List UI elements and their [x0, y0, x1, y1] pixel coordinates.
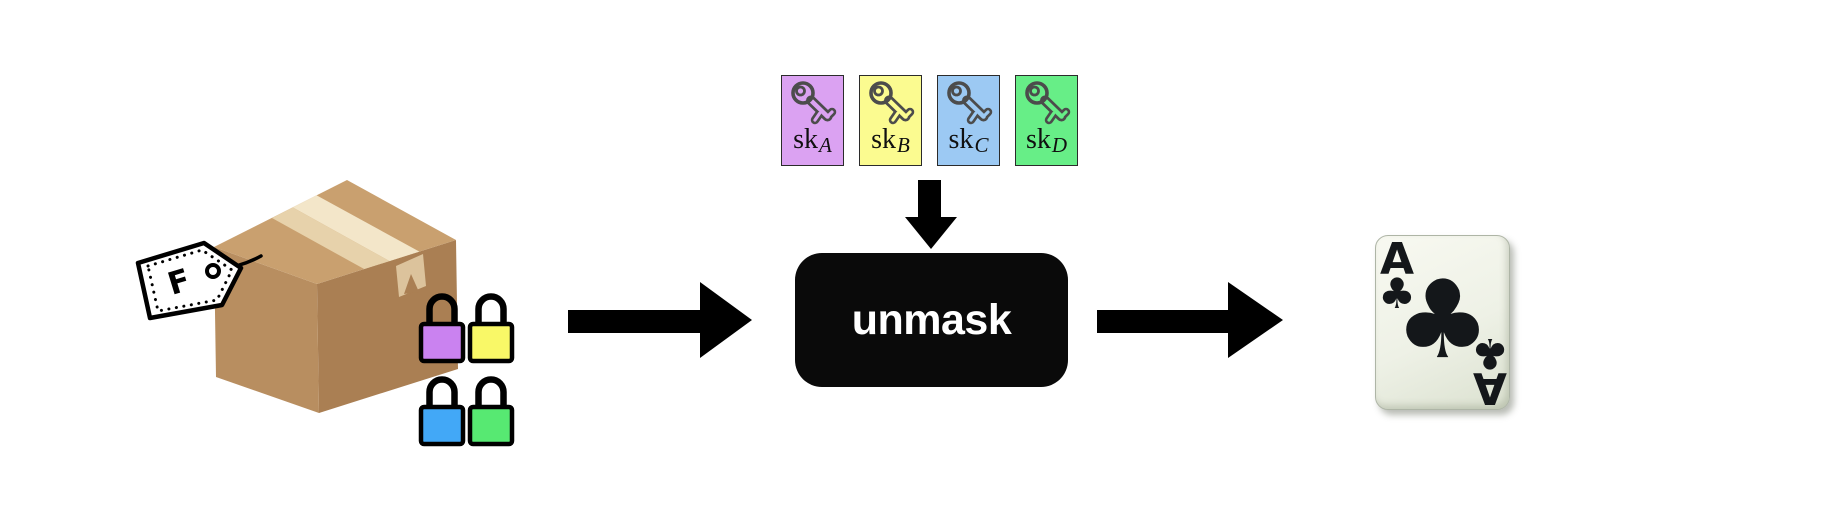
lock-blue-icon	[418, 376, 466, 447]
lock-green-icon	[467, 376, 515, 447]
key-icon	[1024, 81, 1070, 125]
key-label: skA	[793, 124, 832, 157]
arrow-right-icon	[568, 282, 752, 358]
key-label: skD	[1025, 124, 1068, 157]
box-flap-notch	[404, 274, 419, 294]
key-label: skB	[871, 124, 910, 157]
lock-purple-icon	[418, 293, 466, 364]
club-suit-icon: ♣	[1378, 269, 1416, 319]
club-suit-icon-large: ♣	[1394, 257, 1491, 383]
unmask-box: unmask	[795, 253, 1068, 387]
card-corner-top-left: A ♣	[1378, 234, 1416, 319]
box-front-face	[214, 247, 319, 413]
key-label: skC	[948, 124, 989, 157]
playing-card-ace-of-clubs: A ♣ ♣ A ♣	[1375, 234, 1510, 413]
key-card-sk-d: skD	[1015, 75, 1078, 166]
lock-yellow-icon	[467, 293, 515, 364]
secret-keys-row: skA skB	[781, 75, 1078, 166]
key-card-sk-a: skA	[781, 75, 844, 166]
unmask-label: unmask	[851, 295, 1012, 344]
masked-package-figure: F	[135, 180, 515, 447]
card-rank: A	[1379, 234, 1415, 285]
card-corner-bottom-right: A ♣	[1471, 328, 1509, 413]
club-suit-icon: ♣	[1471, 328, 1509, 378]
arrow-down-icon	[905, 180, 957, 249]
key-card-sk-c: skC	[937, 75, 1000, 166]
tag-dotted-border	[146, 248, 234, 313]
key-icon	[790, 81, 836, 125]
key-icon	[868, 81, 914, 125]
arrow-right-icon	[1097, 282, 1283, 358]
key-icon	[946, 81, 992, 125]
function-tag: F	[135, 240, 263, 321]
tag-hole-icon	[205, 263, 221, 279]
key-card-sk-b: skB	[859, 75, 922, 166]
